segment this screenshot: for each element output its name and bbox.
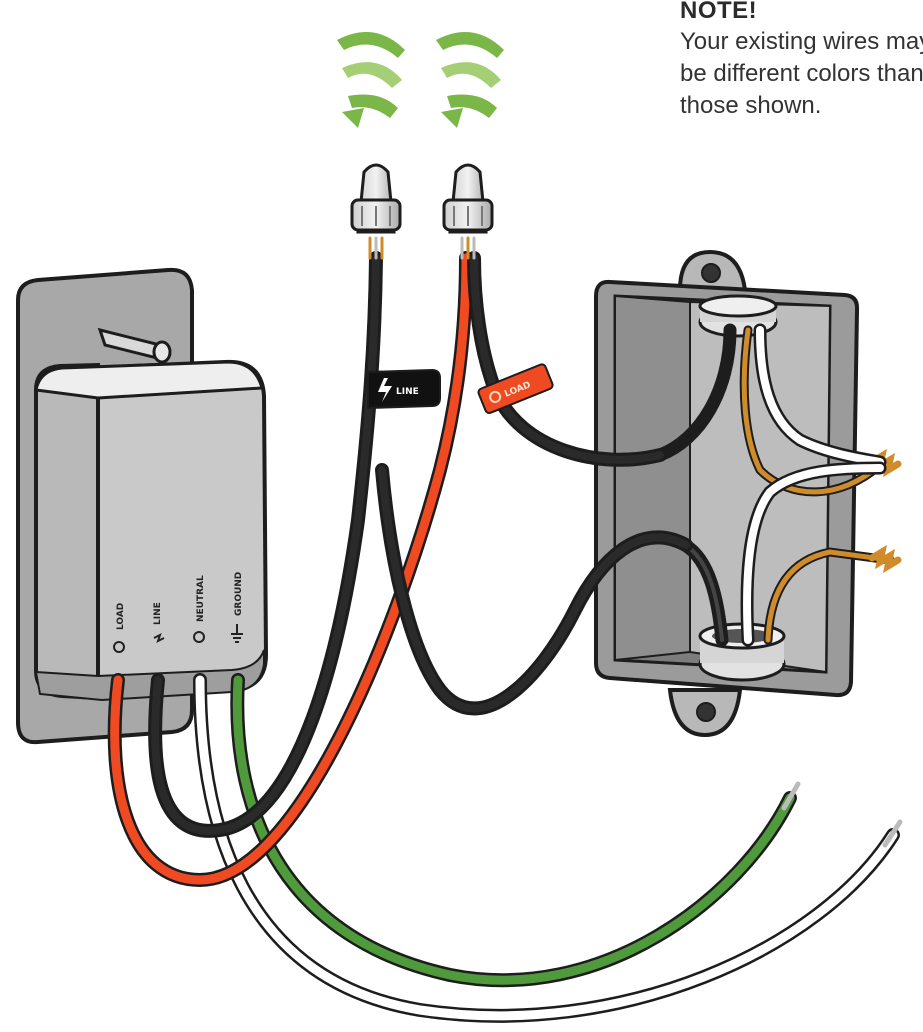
terminal-label-load: LOAD xyxy=(116,603,126,630)
note-line-2: be different colors than xyxy=(680,60,923,87)
box-black-wire-upper xyxy=(653,323,737,462)
terminal-label-neutral: NEUTRAL xyxy=(196,575,206,622)
twist-arrow-icon xyxy=(436,32,504,128)
neutral-icon xyxy=(193,631,205,643)
note-callout: NOTE! Your existing wires may be differe… xyxy=(680,0,923,122)
nut-wire-ends xyxy=(368,236,476,260)
note-title: NOTE! xyxy=(680,0,758,24)
junction-box xyxy=(594,249,860,738)
terminal-label-line: LINE xyxy=(153,602,163,625)
smart-switch xyxy=(16,267,269,745)
lightning-icon xyxy=(378,378,392,402)
lightning-icon xyxy=(153,633,165,643)
bulb-icon xyxy=(489,390,502,403)
terminal-labels: LOAD LINE NEUTRAL GROUND xyxy=(113,572,244,653)
terminal-label-ground: GROUND xyxy=(234,572,244,616)
note-line-1: Your existing wires may xyxy=(680,28,923,55)
ground-icon xyxy=(231,624,243,643)
ground-stripped-end xyxy=(781,781,801,811)
wire-nut-left xyxy=(350,163,402,234)
line-tag-label: LINE xyxy=(396,387,419,397)
load-tag: LOAD xyxy=(477,363,554,415)
twist-arrow-icon xyxy=(337,32,405,128)
note-line-3: those shown. xyxy=(680,92,822,119)
neutral-stripped-end xyxy=(882,819,903,848)
wire-nut-right xyxy=(442,163,494,234)
line-tag: LINE xyxy=(367,368,441,410)
copper-twist-lower xyxy=(868,544,902,574)
box-internal-wires xyxy=(653,323,902,647)
bulb-icon xyxy=(113,641,125,653)
